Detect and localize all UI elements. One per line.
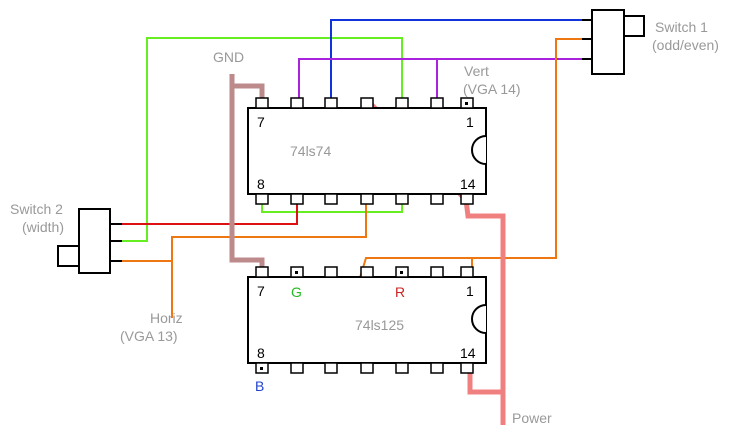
wire-green-bridge [261, 200, 403, 213]
chip2-top-pins [255, 266, 474, 278]
wire-red-switch2 [110, 200, 298, 225]
chip2-name: 74ls125 [355, 317, 404, 333]
chip1-name: 74ls74 [290, 143, 331, 159]
chip2-pin7-label: 7 [257, 283, 265, 299]
switch1-label: Switch 1 [655, 19, 708, 35]
horiz-label: Horiz [150, 310, 183, 326]
chip2-pin1-label: 1 [466, 283, 474, 299]
switch2-sublabel: (width) [22, 219, 64, 235]
wire-ground [229, 74, 265, 101]
chip-74ls74: 7 1 8 14 74ls74 [247, 97, 487, 205]
vert-label: Vert [464, 63, 489, 79]
vert-sublabel: (VGA 14) [463, 81, 521, 97]
switch2-label: Switch 2 [10, 201, 63, 217]
wire-ground-down [229, 86, 265, 270]
wire-power-chip2 [467, 370, 503, 395]
chip1-pin7-label: 7 [257, 114, 265, 130]
chip2-pin14-label: 14 [460, 345, 476, 361]
switch1-sublabel: (odd/even) [652, 37, 719, 53]
signal-g-label: G [291, 284, 302, 300]
chip2-pin8-label: 8 [257, 345, 265, 361]
power-label: Power [512, 410, 552, 426]
chip1-top-pins [255, 97, 474, 109]
horiz-sublabel: (VGA 13) [120, 328, 178, 344]
chip1-bottom-pins [255, 193, 474, 205]
chip-74ls125: 7 1 8 14 74ls125 G R [247, 266, 487, 374]
wire-blue-switch1 [330, 19, 592, 101]
chip1-pin8-label: 8 [257, 176, 265, 192]
chip2-bottom-pins [255, 362, 474, 374]
signal-b-label: B [255, 378, 264, 394]
gnd-label: GND [213, 49, 244, 65]
signal-r-label: R [395, 284, 405, 300]
wire-purple-vert [298, 58, 592, 101]
switch-2 [57, 208, 122, 274]
wire-orange-chip1 [171, 200, 367, 261]
chip1-pin1-label: 1 [466, 114, 474, 130]
chip1-pin14-label: 14 [460, 176, 476, 192]
switch-1 [582, 9, 645, 75]
